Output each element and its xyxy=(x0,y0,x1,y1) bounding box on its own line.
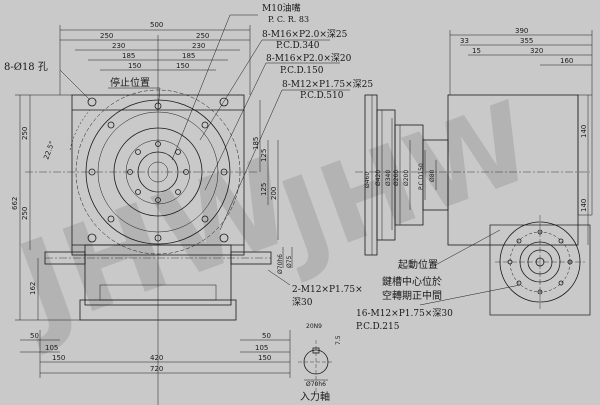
dim-bottom-50b: 50 xyxy=(262,332,271,340)
front-top-dimension-lines xyxy=(59,25,251,405)
side-dim-320: 320 xyxy=(530,47,543,55)
dim-keyway-7-5: 7.5 xyxy=(335,335,342,345)
dim-right-125b: 125 xyxy=(260,183,268,196)
dim-keyway-20n9: 20N9 xyxy=(306,323,322,330)
dim-top-150a: 150 xyxy=(128,62,141,70)
dim-bottom-105b: 105 xyxy=(255,344,268,352)
lower-housing xyxy=(84,244,232,306)
side-dim-33: 33 xyxy=(460,37,469,45)
side-dim-460: Ø460 xyxy=(364,172,371,188)
callout-keyway-2: 空轉期正中間 xyxy=(382,289,442,302)
input-shaft-section xyxy=(298,340,334,392)
front-left-dimension-lines xyxy=(15,94,80,321)
dim-top-230b: 230 xyxy=(192,42,205,50)
callout-depth30: 深30 xyxy=(292,297,313,308)
dim-top-500: 500 xyxy=(150,21,163,29)
dim-bottom-720: 720 xyxy=(150,365,163,373)
side-dim-160: 160 xyxy=(560,57,573,65)
callout-input-shaft: 入力軸 xyxy=(300,390,330,403)
side-dim-420: Ø420 xyxy=(375,170,382,186)
dim-bottom-420: 420 xyxy=(150,354,163,362)
labels: 500 250 250 230 230 185 185 150 150 250 … xyxy=(4,2,588,403)
mount-hole xyxy=(87,233,97,243)
callout-pcr: P. C. R. 83 xyxy=(268,15,309,24)
dim-top-250a: 250 xyxy=(100,32,113,40)
leader-lines xyxy=(59,14,521,306)
side-dim-15: 15 xyxy=(472,47,481,55)
side-top-dimension-lines xyxy=(449,30,593,95)
callout-pcd510: P.C.D.510 xyxy=(300,91,344,101)
housing-outline xyxy=(71,94,245,256)
mount-hole xyxy=(219,97,229,107)
front-bottom-dimension-lines xyxy=(20,330,291,378)
side-view xyxy=(355,30,593,316)
dim-top-185b: 185 xyxy=(182,52,195,60)
dim-top-150b: 150 xyxy=(176,62,189,70)
callout-m12-16: 16-M12×P1.75×深30 xyxy=(356,308,453,319)
dim-input-70h6: Ø70h6 xyxy=(306,381,326,388)
callout-stop-position: 停止位置 xyxy=(110,76,150,89)
dim-shaft-75: Ø75 xyxy=(286,255,293,268)
dim-bottom-150b: 150 xyxy=(258,354,271,362)
dim-top-185a: 185 xyxy=(122,52,135,60)
dim-top-250b: 250 xyxy=(196,32,209,40)
dim-top-230a: 230 xyxy=(112,42,125,50)
dim-shaft-70h6: Ø70h6 xyxy=(277,254,284,274)
callout-m16-20: 8-M16×P2.0×深20 xyxy=(266,53,352,64)
callout-m12-25: 8-M12×P1.75×深25 xyxy=(282,79,373,90)
callout-start-position: 起動位置 xyxy=(398,258,438,271)
side-dim-260: Ø260 xyxy=(393,170,400,186)
dim-bottom-50a: 50 xyxy=(30,332,39,340)
callout-pcd340: P.C.D.340 xyxy=(276,41,320,51)
callout-pcd150: P.C.D.150 xyxy=(280,66,324,76)
mount-hole xyxy=(87,97,97,107)
callout-keyway-1: 鍵槽中心位於 xyxy=(382,275,442,288)
dim-right-185: 185 xyxy=(252,137,260,150)
dim-bottom-105a: 105 xyxy=(45,344,58,352)
bolt-holes-outer xyxy=(88,102,228,242)
dim-left-250a: 250 xyxy=(21,127,29,140)
end-bolt-holes xyxy=(507,229,573,295)
side-dim-355: 355 xyxy=(520,37,533,45)
side-dim-140b: 140 xyxy=(580,199,588,212)
callout-oil-nozzle: M10油嘴 xyxy=(262,2,301,14)
side-dim-200: Ø200 xyxy=(403,170,410,186)
dim-left-162: 162 xyxy=(29,282,37,295)
dim-bottom-150a: 150 xyxy=(52,354,65,362)
side-vertical-dimension-lines xyxy=(371,95,437,255)
dim-right-200: 200 xyxy=(270,187,278,200)
dim-left-662: 662 xyxy=(11,197,19,210)
dim-right-125a: 125 xyxy=(260,149,268,162)
callout-holes-8: 8-Ø18 孔 xyxy=(4,61,48,73)
dim-left-250b: 250 xyxy=(21,207,29,220)
side-dim-140a: 140 xyxy=(580,125,588,138)
callout-m12-2: 2-M12×P1.75× xyxy=(292,285,363,295)
callout-m16-25: 8-M16×P2.0×深25 xyxy=(262,29,348,40)
side-dim-80: Ø80 xyxy=(429,169,436,182)
side-dim-pcd150: P.C.D150 xyxy=(418,163,425,190)
side-dim-390: 390 xyxy=(515,27,528,35)
mount-hole xyxy=(219,233,229,243)
side-dim-340: Ø340 xyxy=(385,170,392,186)
front-right-dimension-lines xyxy=(259,100,293,268)
callout-pcd215: P.C.D.215 xyxy=(356,322,400,332)
